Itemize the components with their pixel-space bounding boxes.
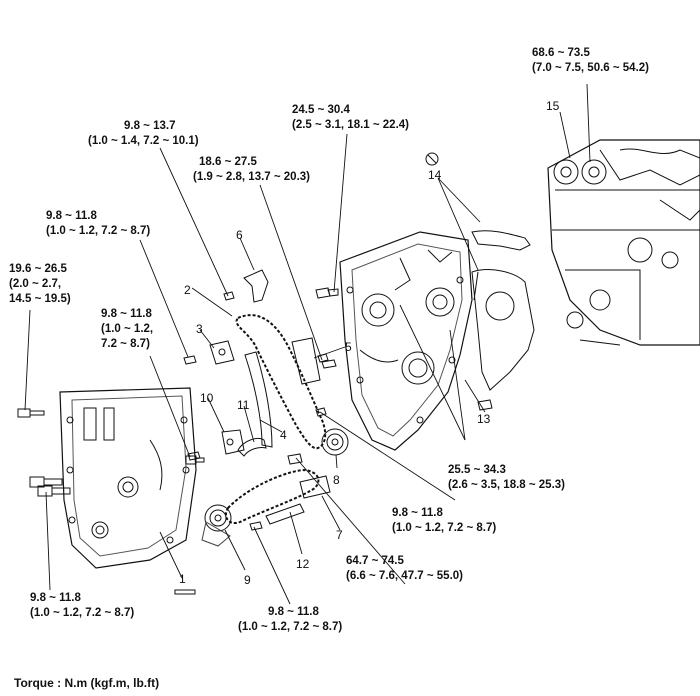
callout-7: 7 xyxy=(336,528,343,542)
crankshaft-sprocket xyxy=(201,504,232,547)
callout-13: 13 xyxy=(477,412,491,426)
oil-pump-chain xyxy=(224,468,320,524)
torque-label-t9: 9.8 ~ 11.8(1.0 ~ 1.2, 7.2 ~ 8.7) xyxy=(392,507,497,534)
small-bolts xyxy=(183,291,329,531)
callout-14: 14 xyxy=(428,168,442,182)
callout-6: 6 xyxy=(236,228,243,242)
leader-lines xyxy=(24,83,591,605)
torque-label-t7: 9.8 ~ 11.8(1.0 ~ 1.2,7.2 ~ 8.7) xyxy=(101,308,154,350)
chain-guide xyxy=(244,351,273,448)
callout-3: 3 xyxy=(196,322,203,336)
torque-label-t8: 25.5 ~ 34.3(2.6 ~ 3.5, 18.8 ~ 25.3) xyxy=(448,464,565,491)
cover-bolts xyxy=(17,408,205,595)
timing-chain xyxy=(235,314,327,450)
torque-label-t1: 9.8 ~ 13.7(1.0 ~ 1.4, 7.2 ~ 10.1) xyxy=(88,120,199,147)
torque-label-t3: 68.6 ~ 73.5(7.0 ~ 7.5, 50.6 ~ 54.2) xyxy=(532,47,649,74)
tensioner-arm xyxy=(237,437,267,457)
oil-pump-sprocket xyxy=(321,428,349,456)
timing-cover-gasket xyxy=(471,230,535,391)
callout-4: 4 xyxy=(280,428,287,442)
no-reuse-icon xyxy=(425,152,439,166)
torque-label-t11: 9.8 ~ 11.8(1.0 ~ 1.2, 7.2 ~ 8.7) xyxy=(238,606,343,633)
callout-12: 12 xyxy=(296,557,310,571)
oil-pump-chain-guide xyxy=(265,475,331,525)
callout-11: 11 xyxy=(237,398,250,412)
cover-bolts-center xyxy=(315,287,493,411)
torque-units-note: Torque : N.m (kgf.m, lb.ft) xyxy=(14,676,160,690)
camshaft-sprockets xyxy=(553,159,607,185)
callout-9: 9 xyxy=(244,573,251,587)
torque-label-t4: 18.6 ~ 27.5(1.9 ~ 2.8, 13.7 ~ 20.3) xyxy=(193,156,310,183)
upper-chain-guide xyxy=(243,269,269,303)
callout-1: 1 xyxy=(179,572,186,586)
torque-label-t5: 9.8 ~ 11.8(1.0 ~ 1.2, 7.2 ~ 8.7) xyxy=(46,210,151,237)
torque-label-t6: 19.6 ~ 26.5(2.0 ~ 2.7,14.5 ~ 19.5) xyxy=(9,263,71,305)
timing-chain-cover xyxy=(59,387,197,569)
chain-guide-5 xyxy=(291,337,321,385)
callout-2: 2 xyxy=(184,283,191,297)
engine-assembly xyxy=(547,139,700,346)
torque-label-t12: 9.8 ~ 11.8(1.0 ~ 1.2, 7.2 ~ 8.7) xyxy=(30,592,135,619)
callout-15: 15 xyxy=(546,99,560,113)
timing-chain-cover-inner xyxy=(339,231,473,451)
chain-tensioner xyxy=(221,429,245,455)
chain-tensioner-upper xyxy=(209,340,235,365)
callout-10: 10 xyxy=(200,391,214,405)
callout-8: 8 xyxy=(333,473,340,487)
callout-5: 5 xyxy=(345,340,352,354)
torque-label-t10: 64.7 ~ 74.5(6.6 ~ 7.6, 47.7 ~ 55.0) xyxy=(346,555,463,582)
torque-label-t2: 24.5 ~ 30.4(2.5 ~ 3.1, 18.1 ~ 22.4) xyxy=(292,104,409,131)
